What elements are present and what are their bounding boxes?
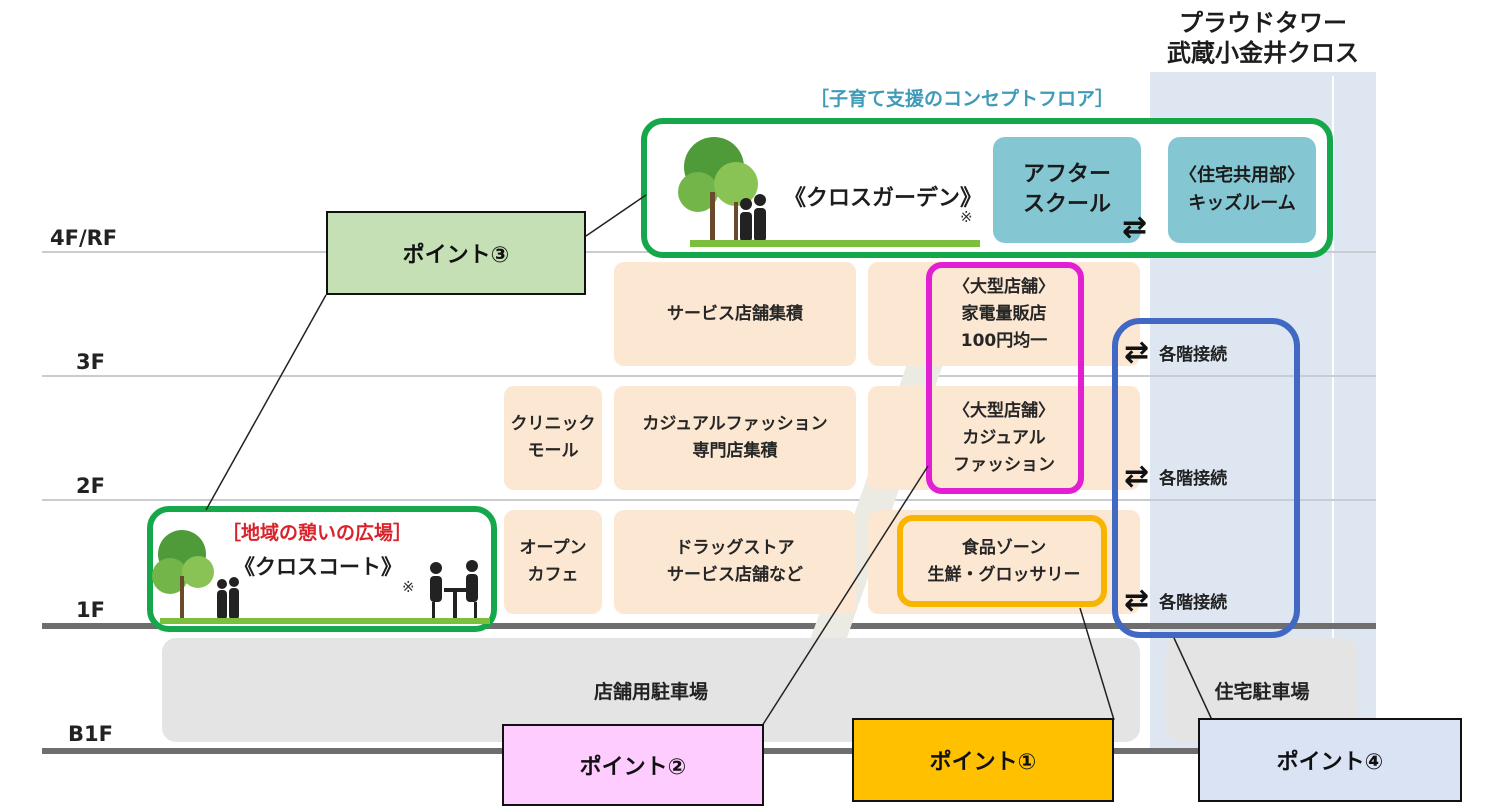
connection-3f: ⇄ 各階接続 [1124, 334, 1228, 370]
highlight-food-zone [897, 515, 1107, 607]
point-1-label: ポイント① [929, 750, 1037, 775]
court-lawn [160, 618, 490, 624]
shop-large-2f-line1: 〈大型店舗〉 [953, 400, 1055, 421]
concept-floor-label: ［子育て支援のコンセプトフロア］ [810, 88, 1115, 110]
floor-label-3f: 3F [76, 350, 105, 374]
floor-label-rf: 4F/RF [50, 226, 118, 250]
floor-label-b1f: B1F [68, 722, 113, 746]
residence-parking-label: 住宅駐車場 [1214, 680, 1310, 703]
connection-1f-label: 各階接続 [1159, 593, 1228, 613]
kids-room-line1: 〈住宅共用部〉 [1179, 165, 1305, 186]
point-1-callout: ポイント① [852, 718, 1114, 802]
swap-arrows-icon-rf: ⇄ [1122, 210, 1148, 245]
point-2-label: ポイント② [579, 755, 687, 780]
connection-2f: ⇄ 各階接続 [1124, 458, 1228, 494]
shop-drugstore: ドラッグストア サービス店舗など [614, 510, 856, 614]
highlight-connections [1112, 318, 1300, 638]
court-trees-icon [152, 530, 239, 620]
floor-line-3f [42, 375, 1376, 377]
kids-room-line2: キッズルーム [1188, 193, 1296, 214]
floor-line-1f [42, 623, 1376, 629]
shop-parking-label: 店舗用駐車場 [593, 680, 708, 703]
kids-room: 〈住宅共用部〉 キッズルーム [1168, 137, 1316, 243]
point-3-callout: ポイント③ [326, 211, 586, 295]
tower-title: プラウドタワー 武蔵小金井クロス [1150, 8, 1376, 68]
swap-arrows-icon-3f: ⇄ [1124, 334, 1150, 370]
point-2-callout: ポイント② [502, 724, 764, 806]
shop-service-cluster-label: サービス店舗集積 [667, 303, 803, 324]
shop-drugstore-line2: サービス店舗など [667, 565, 803, 585]
cross-court-note: ※ [402, 578, 415, 596]
tower-inner-divider [1332, 76, 1334, 750]
swap-arrows-icon-2f: ⇄ [1124, 458, 1150, 494]
afterschool-room: アフター スクール [993, 137, 1141, 243]
floor-label-1f: 1F [76, 598, 105, 622]
shop-large-3f-line3: 100円均一 [960, 330, 1048, 351]
connection-3f-label: 各階接続 [1159, 345, 1228, 365]
shop-large-3f-line1: 〈大型店舗〉 [953, 276, 1055, 297]
shop-drugstore-line1: ドラッグストア [675, 538, 795, 558]
shop-large-3f: 〈大型店舗〉 家電量販店 100円均一 [868, 262, 1140, 366]
shop-large-3f-line2: 家電量販店 [961, 303, 1047, 324]
shop-cafe: オープン カフェ [504, 510, 602, 614]
afterschool-line2: スクール [1022, 192, 1111, 217]
connection-2f-label: 各階接続 [1159, 469, 1228, 489]
cross-court-title: ［地域の憩いの広場］ [222, 522, 413, 544]
garden-lawn [690, 240, 980, 247]
cross-garden-name: 《クロスガーデン》 [784, 186, 983, 211]
tower-title-line2: 武蔵小金井クロス [1167, 39, 1359, 67]
point-4-callout: ポイント④ [1198, 718, 1462, 802]
shop-clinic: クリニック モール [504, 386, 602, 490]
shop-casual-cluster-line2: 専門店集積 [692, 441, 778, 461]
point-4-label: ポイント④ [1276, 750, 1384, 775]
swap-arrows-icon-1f: ⇄ [1124, 582, 1150, 618]
floor-label-2f: 2F [76, 474, 105, 498]
shop-service-cluster: サービス店舗集積 [614, 262, 856, 366]
highlight-large-stores [926, 262, 1084, 494]
shop-large-2f-line2: カジュアル [962, 427, 1046, 448]
shop-clinic-line1: クリニック [510, 414, 596, 434]
shop-cafe-line1: オープン [519, 538, 587, 558]
shop-food-line1: 食品ゾーン [961, 538, 1047, 558]
point-3-label: ポイント③ [402, 243, 510, 268]
shop-casual-cluster: カジュアルファッション 専門店集積 [614, 386, 856, 490]
shop-clinic-line2: モール [527, 441, 579, 461]
tower-title-line1: プラウドタワー [1179, 9, 1347, 37]
afterschool-line1: アフター [1022, 162, 1111, 187]
connection-1f: ⇄ 各階接続 [1124, 582, 1228, 618]
shop-casual-cluster-line1: カジュアルファッション [642, 414, 828, 434]
shop-large-2f: 〈大型店舗〉 カジュアル ファッション [868, 386, 1140, 490]
cross-court-name: 《クロスコート》 [234, 555, 402, 579]
garden-trees-icon [678, 137, 766, 242]
shop-cafe-line2: カフェ [527, 565, 579, 585]
floor-line-2f [42, 499, 1376, 501]
cafe-people-icon [430, 560, 478, 620]
shop-food-line2: 生鮮・グロッサリー [927, 565, 1081, 585]
cross-garden-note: ※ [960, 208, 973, 226]
shop-large-2f-line3: ファッション [953, 454, 1055, 475]
